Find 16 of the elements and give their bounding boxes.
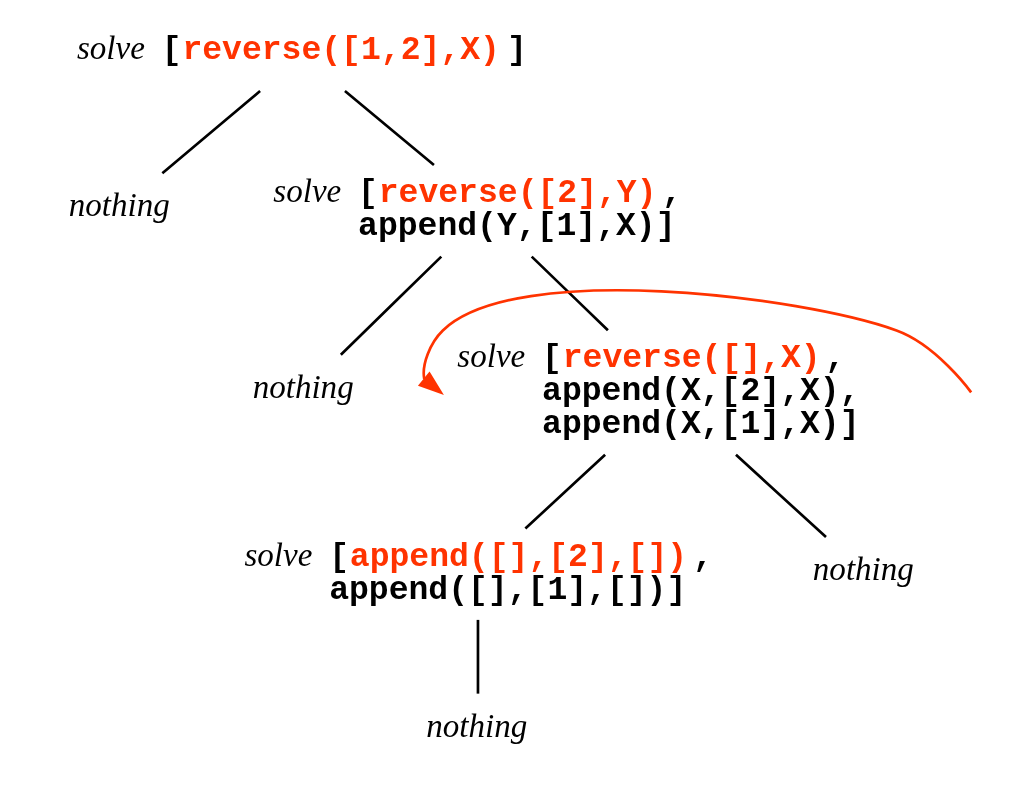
connector: [339, 255, 442, 356]
connector: [160, 90, 261, 175]
node-text: nothing: [425, 708, 527, 745]
node-text: solve [reverse([2],Y), append(Y,[1],X)]: [272, 172, 682, 245]
connector: [343, 90, 435, 167]
node-text: solve [append([],[2],[]), append([],[1],[])]: [243, 536, 713, 609]
arrow: [417, 288, 972, 396]
connector: [523, 453, 606, 530]
node-text: solve [reverse([],X), append(X,[2],X), append(X,[1],X)]: [456, 338, 859, 444]
node-text: nothing: [252, 369, 354, 406]
node-text: nothing: [812, 551, 914, 588]
connector: [476, 619, 479, 694]
node-text: nothing: [68, 187, 170, 224]
connector: [530, 255, 609, 332]
node-text: solve [reverse([1,2],X)]: [76, 30, 527, 70]
connector: [734, 453, 827, 539]
